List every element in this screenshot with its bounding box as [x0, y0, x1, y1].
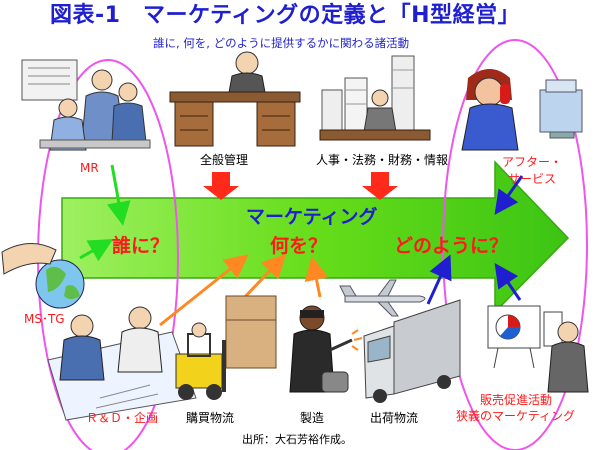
office-workers-icon — [21, 59, 151, 151]
right-pink-oval — [442, 39, 588, 450]
executive-desk-icon — [169, 51, 301, 147]
truck-icon — [363, 299, 461, 403]
pointer-globe-green — [79, 239, 114, 262]
main-arrow-label: マーケティング — [246, 206, 378, 228]
pointer-mr-green — [106, 164, 131, 226]
presenter-icon — [487, 305, 589, 393]
label-after-service-line1: アフター・ — [502, 155, 563, 169]
red-down-arrow-right — [362, 172, 398, 200]
globe-hand-icon — [1, 243, 85, 309]
label-rnd: Ｒ＆Ｄ・企画 — [86, 411, 159, 425]
airplane-icon — [339, 279, 426, 317]
pointer-after-service-blue — [494, 175, 524, 215]
forklift-icon — [175, 295, 277, 400]
pointer-welder-orange — [304, 256, 329, 298]
label-mr: MR — [80, 161, 99, 175]
label-promo-line2: 狭義のマーケティング — [456, 409, 576, 423]
question-who: 誰に？ — [112, 235, 170, 257]
question-what: 何を？ — [270, 235, 328, 257]
source-note: 出所：大石芳裕作成。 — [242, 433, 352, 446]
page-title: 図表-1 マーケティングの定義と「H型経営」 — [50, 3, 521, 28]
label-promo-line1: 販売促進活動 — [480, 393, 553, 407]
paperwork-stacks-icon — [319, 55, 431, 141]
pointer-forklift-orange — [240, 253, 287, 302]
welder-icon — [289, 305, 363, 393]
red-down-arrow-left — [203, 172, 239, 200]
label-ms-tg: MS･TG — [24, 312, 65, 326]
meeting-icon — [47, 306, 197, 421]
label-purchasing: 購買物流 — [186, 411, 235, 425]
phone-operator-icon — [461, 69, 583, 151]
label-shipping: 出荷物流 — [370, 411, 419, 425]
label-manufacturing: 製造 — [300, 411, 325, 425]
label-general-management: 全般管理 — [200, 153, 249, 167]
pointer-truck-blue — [426, 254, 452, 305]
pointer-rnd-orange — [159, 254, 249, 327]
label-support-functions: 人事・法務・財務・情報 — [316, 153, 449, 167]
pointer-promo-blue — [494, 263, 522, 301]
question-how: どのように？ — [394, 235, 509, 257]
page-subtitle: 誰に, 何を, どのように提供するかに関わる諸活動 — [153, 36, 410, 50]
label-after-service-line2: サービス — [508, 172, 557, 186]
